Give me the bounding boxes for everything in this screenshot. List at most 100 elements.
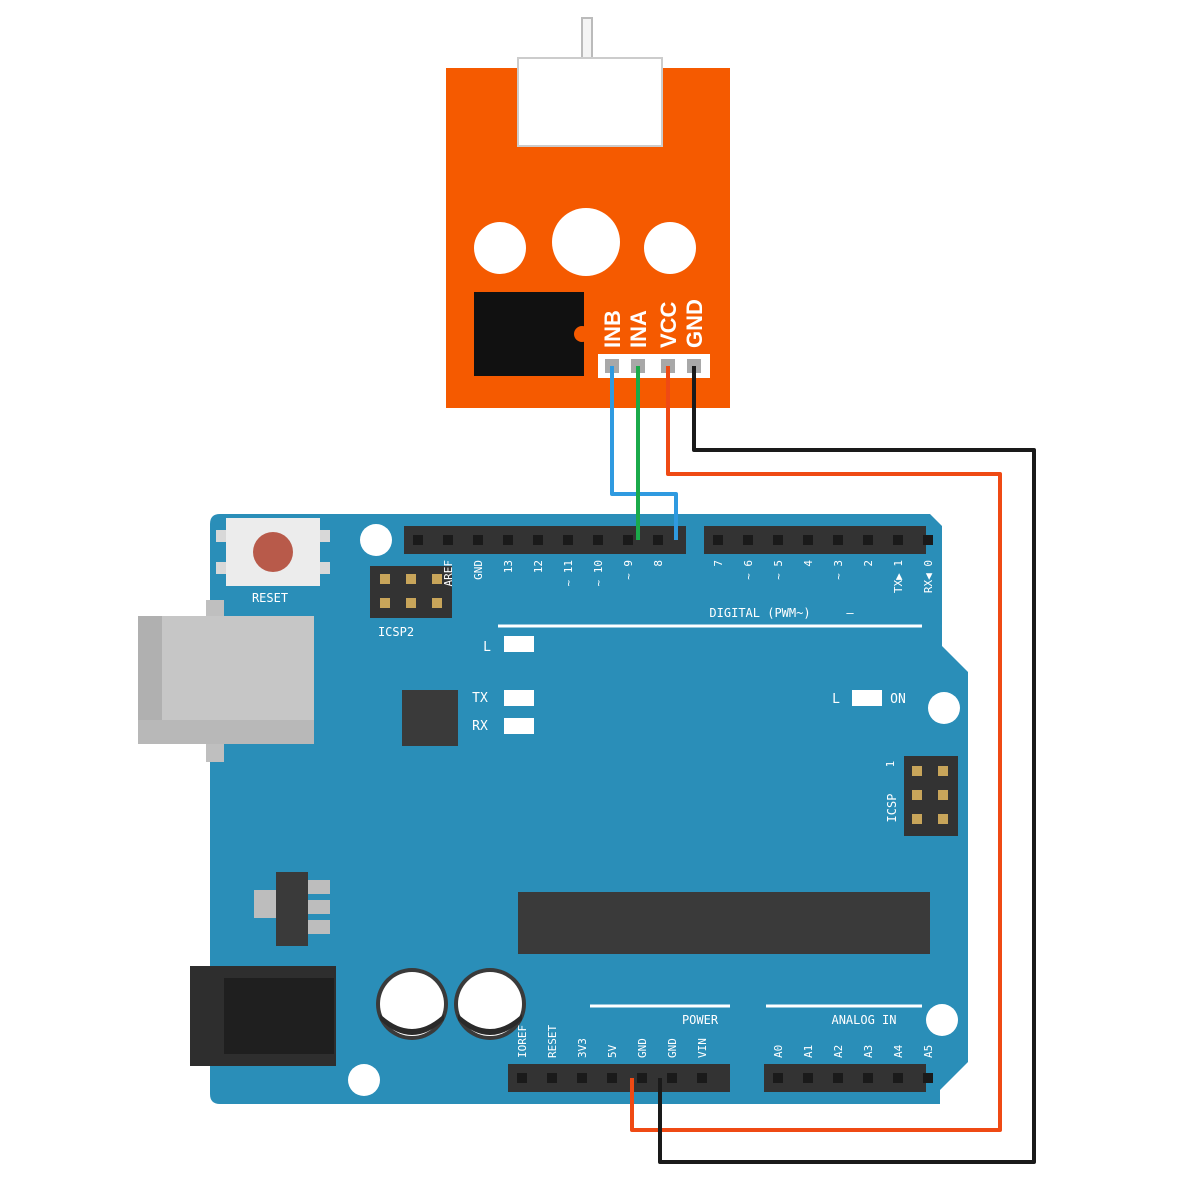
header-pin xyxy=(637,1073,647,1083)
header-pin xyxy=(577,1073,587,1083)
module-pin-label-ina: INA xyxy=(626,310,651,348)
wire-vcc xyxy=(630,366,1002,1132)
header-pin xyxy=(473,535,483,545)
led-tx-label: TX xyxy=(472,691,488,706)
header-pin xyxy=(923,535,933,545)
voltage-regulator xyxy=(254,872,330,946)
pin-label: A4 xyxy=(892,1044,905,1058)
dc-power-jack xyxy=(190,966,336,1066)
header-pin xyxy=(803,535,813,545)
header-pin xyxy=(833,1073,843,1083)
digital-pin-labels-left: AREF GND 13 12 ~ 11 ~ 10 ~ 9 8 xyxy=(442,560,665,587)
pin-label: 3V3 xyxy=(576,1038,589,1058)
module-pin-label-inb: INB xyxy=(600,310,625,348)
header-pin xyxy=(863,535,873,545)
reset-button[interactable] xyxy=(216,518,330,586)
pin-label: ~ 5 xyxy=(772,560,785,580)
header-pin xyxy=(667,1073,677,1083)
pin-label: ~ 9 xyxy=(622,560,635,580)
module-hole xyxy=(552,208,620,276)
led-l-label: L xyxy=(483,640,491,655)
header-pin xyxy=(413,535,423,545)
pin-label: ~ 10 xyxy=(592,560,605,587)
pin-label: 8 xyxy=(652,560,665,567)
pin-label: 12 xyxy=(532,560,545,573)
pin-label: RESET xyxy=(546,1025,559,1058)
driver-chip xyxy=(474,292,590,376)
header-pin xyxy=(533,535,543,545)
wires xyxy=(610,366,1036,1164)
led-on xyxy=(852,690,882,706)
mounting-hole xyxy=(926,1004,958,1036)
icsp-label: ICSP xyxy=(885,794,899,823)
digital-label: DIGITAL (PWM~) xyxy=(709,606,810,620)
led-tx xyxy=(504,690,534,706)
pin-label: A3 xyxy=(862,1045,875,1058)
pin-label: ~ 11 xyxy=(562,560,575,587)
header-pin xyxy=(803,1073,813,1083)
on-label: ON xyxy=(890,692,906,707)
board-outline xyxy=(210,514,968,1104)
pin-label: TX▶ 1 xyxy=(892,560,905,593)
wire-inb xyxy=(610,366,678,540)
reset-label: RESET xyxy=(252,591,288,605)
header-pin xyxy=(653,535,663,545)
header-pin xyxy=(607,1073,617,1083)
header-pin xyxy=(503,535,513,545)
pin-label: 2 xyxy=(862,560,875,567)
module-hole xyxy=(644,222,696,274)
pin-label: 7 xyxy=(712,560,725,567)
header-pin xyxy=(863,1073,873,1083)
usb-connector xyxy=(138,600,314,762)
pin-label: A5 xyxy=(922,1045,935,1058)
pin-label: 4 xyxy=(802,560,815,567)
header-pin xyxy=(547,1073,557,1083)
pin-label: RX◀ 0 xyxy=(922,560,935,593)
led-l xyxy=(504,636,534,652)
digital-pin-labels-right: 7 ~ 6 ~ 5 4 ~ 3 2 TX▶ 1 RX◀ 0 xyxy=(712,560,935,594)
icsp2-label: ICSP2 xyxy=(378,625,414,639)
header-pin xyxy=(517,1073,527,1083)
header-pin xyxy=(893,1073,903,1083)
pin-label: GND xyxy=(666,1038,679,1058)
header-pin xyxy=(773,535,783,545)
mounting-hole xyxy=(360,524,392,556)
pin-label: 5V xyxy=(606,1044,619,1058)
mounting-hole xyxy=(928,692,960,724)
pin-label: ~ 6 xyxy=(742,560,755,580)
pin-label: AREF xyxy=(442,560,455,587)
module-hole xyxy=(474,222,526,274)
power-header xyxy=(508,1064,730,1092)
wire-gnd xyxy=(658,366,1036,1164)
pin-label: 13 xyxy=(502,560,515,573)
icsp-header xyxy=(904,756,958,836)
led-rx-label: RX xyxy=(472,719,488,734)
pin-label: GND xyxy=(472,560,485,580)
header-pin xyxy=(623,535,633,545)
pin-label: GND xyxy=(636,1038,649,1058)
pin-label: VIN xyxy=(696,1038,709,1058)
header-pin xyxy=(697,1073,707,1083)
power-label: POWER xyxy=(682,1013,719,1027)
header-pin xyxy=(563,535,573,545)
pin-label: A0 xyxy=(772,1045,785,1058)
header-pin xyxy=(893,535,903,545)
icsp2-header xyxy=(370,566,452,618)
header-pin xyxy=(773,1073,783,1083)
capacitor xyxy=(376,968,448,1040)
header-pin xyxy=(443,535,453,545)
header-pin xyxy=(713,535,723,545)
digital-label-dash: — xyxy=(846,606,854,620)
analog-label: ANALOG IN xyxy=(831,1013,896,1027)
digital-header-right xyxy=(704,526,933,554)
capacitor xyxy=(454,968,526,1040)
header-pin xyxy=(923,1073,933,1083)
pin-label: ~ 3 xyxy=(832,560,845,580)
